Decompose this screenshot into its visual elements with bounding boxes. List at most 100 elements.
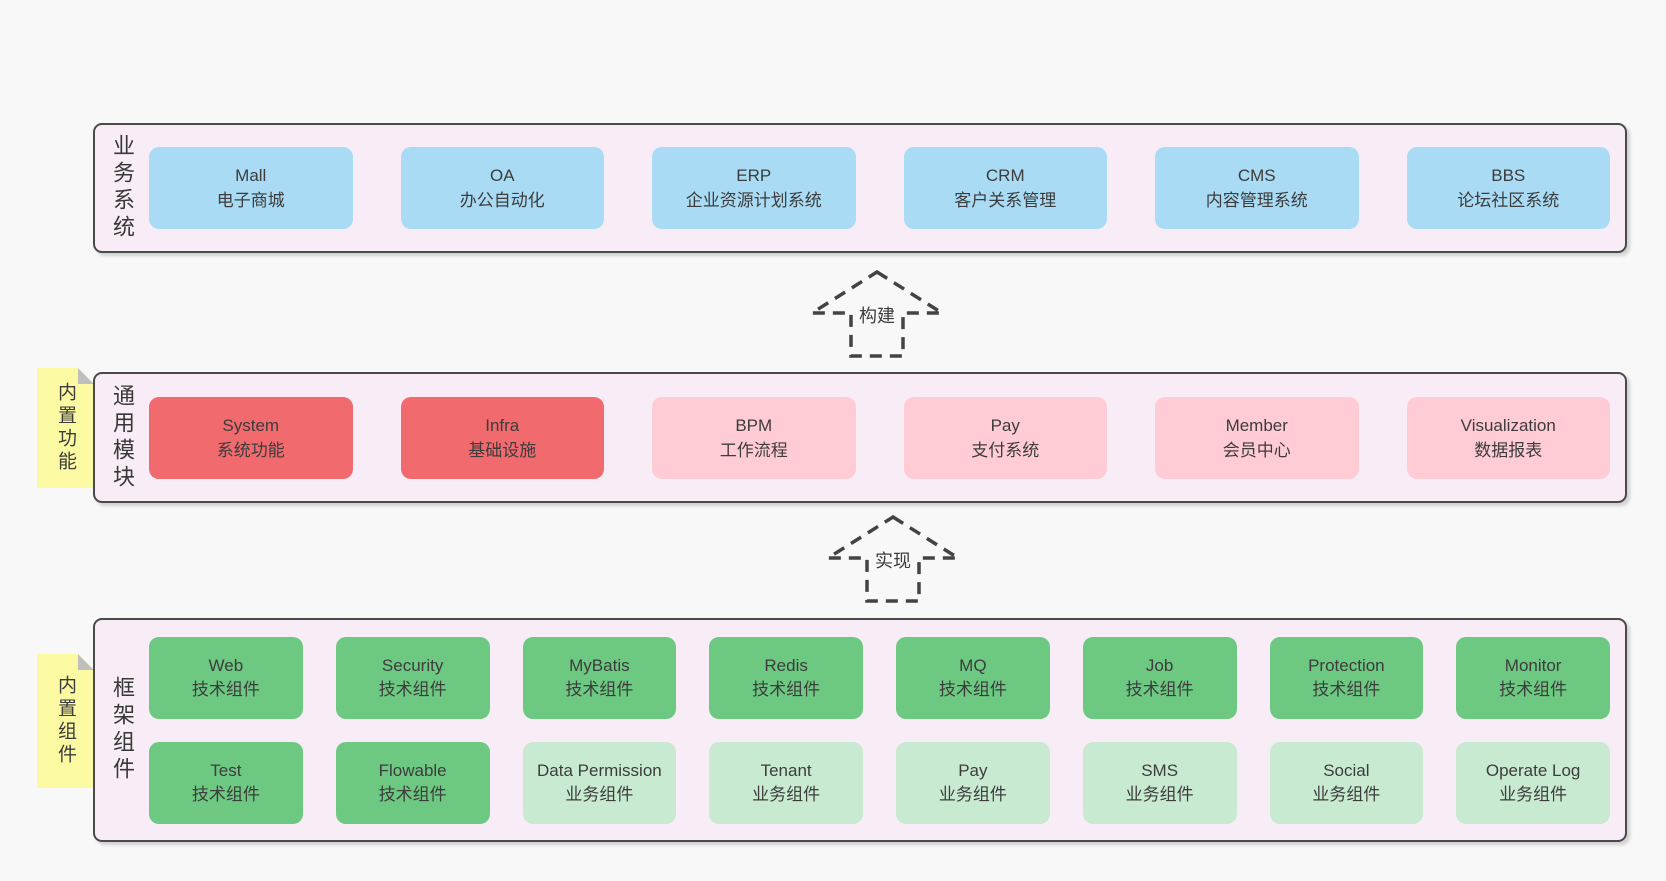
box-name: ERP bbox=[736, 166, 772, 185]
component-box-operate-log: Operate Log 业务组件 bbox=[1456, 741, 1610, 824]
box-desc: 会员中心 bbox=[1222, 440, 1291, 460]
component-box-protection: Protection 技术组件 bbox=[1269, 636, 1424, 719]
business-box-crm: CRM 客户关系管理 bbox=[903, 147, 1107, 229]
box-desc: 企业资源计划系统 bbox=[685, 191, 822, 210]
component-box-test: Test 技术组件 bbox=[149, 741, 303, 824]
box-desc: 技术组件 bbox=[565, 679, 634, 699]
box-desc: 系统功能 bbox=[216, 440, 285, 460]
box-desc: 数据报表 bbox=[1474, 440, 1543, 460]
component-box-sms: SMS 业务组件 bbox=[1082, 741, 1237, 824]
box-desc: 技术组件 bbox=[191, 679, 260, 699]
box-name: Flowable bbox=[378, 760, 447, 780]
box-name: Visualization bbox=[1460, 415, 1556, 435]
box-name: CRM bbox=[985, 166, 1025, 185]
box-name: Redis bbox=[764, 655, 808, 675]
box-name: Pay bbox=[958, 760, 988, 780]
box-desc: 业务组件 bbox=[1499, 784, 1568, 804]
build-arrow-icon: 构建 bbox=[809, 268, 945, 360]
box-desc: 办公自动化 bbox=[459, 191, 545, 210]
box-desc: 技术组件 bbox=[191, 784, 260, 804]
component-box-data-permission: Data Permission 业务组件 bbox=[522, 741, 677, 824]
component-box-mybatis: MyBatis 技术组件 bbox=[522, 636, 677, 719]
box-name: Tenant bbox=[760, 760, 812, 780]
panel-title-common-modules: 通用模块 bbox=[110, 383, 135, 492]
box-desc: 论坛社区系统 bbox=[1457, 191, 1560, 210]
framework-components-grid: Web 技术组件 Security 技术组件 MyBatis 技术组件 Redi… bbox=[149, 620, 1625, 840]
component-box-job: Job 技术组件 bbox=[1082, 636, 1237, 719]
box-name: CMS bbox=[1237, 166, 1276, 185]
box-name: Operate Log bbox=[1485, 760, 1581, 780]
sticky-note-builtin-components: 内置组件 bbox=[37, 654, 94, 788]
module-box-member: Member 会员中心 bbox=[1155, 396, 1359, 479]
box-desc: 技术组件 bbox=[938, 679, 1007, 699]
box-desc: 客户关系管理 bbox=[954, 191, 1057, 210]
implement-arrow-icon: 实现 bbox=[825, 513, 961, 605]
box-desc: 技术组件 bbox=[1499, 679, 1568, 699]
module-box-system: System 系统功能 bbox=[149, 396, 353, 479]
component-box-security: Security 技术组件 bbox=[335, 636, 490, 719]
box-name: Job bbox=[1145, 655, 1174, 675]
box-desc: 技术组件 bbox=[378, 679, 447, 699]
component-box-social: Social 业务组件 bbox=[1269, 741, 1424, 824]
module-box-bpm: BPM 工作流程 bbox=[652, 396, 856, 479]
box-name: Security bbox=[381, 655, 444, 675]
box-desc: 支付系统 bbox=[971, 440, 1040, 460]
component-box-pay: Pay 业务组件 bbox=[896, 741, 1050, 824]
box-desc: 技术组件 bbox=[378, 784, 447, 804]
box-name: Mall bbox=[235, 166, 267, 185]
module-box-infra: Infra 基础设施 bbox=[400, 396, 604, 479]
panel-title-framework-components: 框架组件 bbox=[110, 676, 135, 784]
sticky-note-builtin-features: 内置功能 bbox=[37, 368, 94, 488]
panel-title-business-systems: 业务系统 bbox=[110, 134, 135, 242]
panel-framework-components: 框架组件 Web 技术组件 Security 技术组件 MyBatis 技术组件… bbox=[93, 618, 1627, 842]
box-name: BPM bbox=[735, 415, 773, 435]
box-desc: 业务组件 bbox=[752, 784, 821, 804]
component-box-redis: Redis 技术组件 bbox=[709, 636, 863, 719]
box-name: Member bbox=[1225, 415, 1288, 435]
implement-arrow-label: 实现 bbox=[871, 546, 915, 574]
sticky-note-label: 内置组件 bbox=[55, 675, 76, 767]
box-desc: 业务组件 bbox=[565, 784, 634, 804]
build-arrow-label: 构建 bbox=[855, 301, 899, 329]
business-box-bbs: BBS 论坛社区系统 bbox=[1406, 147, 1610, 229]
panel-common-modules: 通用模块 System 系统功能 Infra 基础设施 BPM 工作流程 Pay… bbox=[93, 372, 1627, 503]
business-box-oa: OA 办公自动化 bbox=[400, 147, 604, 229]
box-name: System bbox=[222, 415, 280, 435]
box-name: Data Permission bbox=[537, 760, 662, 780]
module-box-pay: Pay 支付系统 bbox=[903, 396, 1107, 479]
component-box-mq: MQ 技术组件 bbox=[896, 636, 1050, 719]
box-desc: 工作流程 bbox=[719, 440, 788, 460]
business-box-mall: Mall 电子商城 bbox=[149, 147, 353, 229]
box-desc: 业务组件 bbox=[1125, 784, 1194, 804]
component-box-monitor: Monitor 技术组件 bbox=[1456, 636, 1610, 719]
box-name: Protection bbox=[1308, 655, 1385, 675]
box-desc: 业务组件 bbox=[1312, 784, 1381, 804]
box-desc: 基础设施 bbox=[468, 440, 537, 460]
box-desc: 技术组件 bbox=[1125, 679, 1194, 699]
box-name: MQ bbox=[959, 655, 987, 675]
business-box-erp: ERP 企业资源计划系统 bbox=[652, 147, 856, 229]
box-desc: 内容管理系统 bbox=[1205, 191, 1308, 210]
component-box-tenant: Tenant 业务组件 bbox=[709, 741, 863, 824]
box-name: Social bbox=[1323, 760, 1370, 780]
business-box-cms: CMS 内容管理系统 bbox=[1155, 147, 1359, 229]
box-name: Monitor bbox=[1504, 655, 1562, 675]
box-desc: 业务组件 bbox=[938, 784, 1007, 804]
box-desc: 技术组件 bbox=[1312, 679, 1381, 699]
business-systems-row: Mall 电子商城 OA 办公自动化 ERP 企业资源计划系统 CRM 客户关系… bbox=[149, 125, 1625, 251]
box-name: SMS bbox=[1141, 760, 1179, 780]
box-name: Infra bbox=[485, 415, 520, 435]
box-desc: 技术组件 bbox=[752, 679, 821, 699]
box-name: Web bbox=[208, 655, 244, 675]
component-box-web: Web 技术组件 bbox=[149, 636, 303, 719]
module-box-visualization: Visualization 数据报表 bbox=[1406, 396, 1610, 479]
sticky-note-label: 内置功能 bbox=[55, 382, 76, 474]
box-name: MyBatis bbox=[569, 655, 630, 675]
box-desc: 电子商城 bbox=[216, 191, 285, 210]
common-modules-row: System 系统功能 Infra 基础设施 BPM 工作流程 Pay 支付系统… bbox=[149, 374, 1625, 501]
component-box-flowable: Flowable 技术组件 bbox=[335, 741, 490, 824]
box-name: Test bbox=[210, 760, 242, 780]
box-name: BBS bbox=[1491, 166, 1526, 185]
panel-business-systems: 业务系统 Mall 电子商城 OA 办公自动化 ERP 企业资源计划系统 CRM… bbox=[93, 123, 1627, 253]
